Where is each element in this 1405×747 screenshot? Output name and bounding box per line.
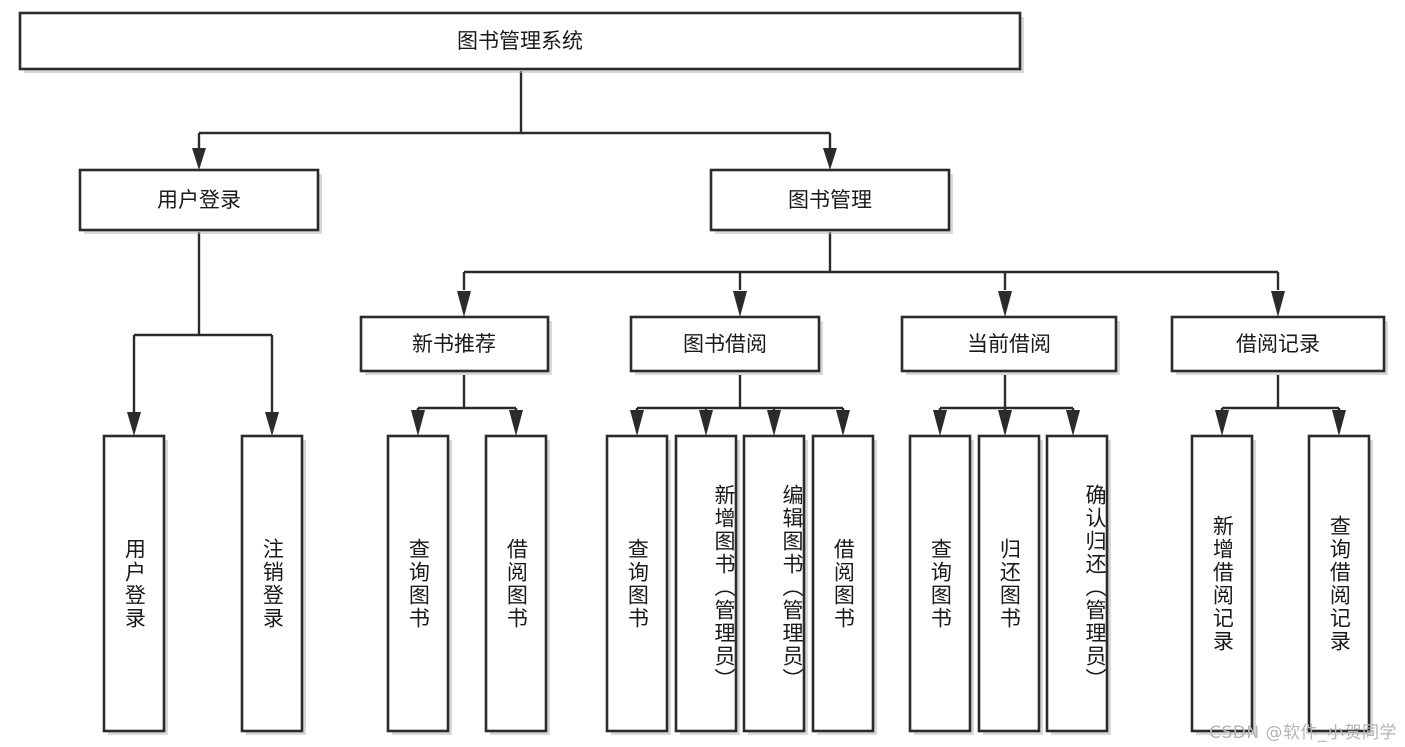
node-borrow-record-box [1170, 315, 1386, 373]
leaf-box-group [102, 434, 1373, 735]
leaf-borrow-book-1-box[interactable] [484, 434, 548, 733]
arrow-book-manage [823, 148, 837, 170]
arrow-user-login [192, 148, 206, 170]
arrow-leaf-return-book [998, 410, 1012, 436]
arrow-leaf-query-book-2 [630, 410, 644, 436]
arrow-leaf-query-book-1 [411, 410, 425, 436]
node-book-manage-box [709, 168, 951, 232]
arrow-leaf-edit-book [767, 410, 781, 436]
node-current-borrow[interactable]: 当前借阅 [900, 315, 1120, 375]
node-new-book-recommend-label: 新书推荐 [412, 332, 496, 356]
leaf-user-login-box[interactable] [102, 434, 166, 733]
leaf-return-book-box[interactable] [977, 434, 1041, 733]
node-root-box [18, 11, 1022, 71]
arrow-leaf-logout [265, 412, 279, 436]
node-borrow-record-label: 借阅记录 [1236, 332, 1320, 356]
leaf-add-book-box[interactable] [674, 434, 738, 733]
leaf-query-book-2-box[interactable] [605, 434, 669, 733]
node-book-borrow[interactable]: 图书借阅 [629, 315, 823, 375]
node-new-book-recommend[interactable]: 新书推荐 [359, 315, 552, 375]
node-current-borrow-label: 当前借阅 [967, 332, 1051, 356]
arrow-leaf-borrow-book-1 [509, 410, 523, 436]
leaf-query-book-3-box[interactable] [908, 434, 972, 733]
leaf-confirm-return-box[interactable] [1045, 434, 1109, 733]
node-user-login-label: 用户登录 [157, 188, 241, 212]
arrow-leaf-confirm-return [1066, 410, 1080, 436]
node-borrow-record[interactable]: 借阅记录 [1170, 315, 1388, 375]
leaf-add-record-box[interactable] [1190, 434, 1254, 733]
node-book-manage[interactable]: 图书管理 [709, 168, 953, 234]
node-book-borrow-box [629, 315, 821, 373]
node-root-label: 图书管理系统 [457, 29, 583, 53]
node-current-borrow-box [900, 315, 1118, 373]
leaf-borrow-book-2-box[interactable] [811, 434, 875, 733]
arrow-new-book-recommend [457, 291, 471, 317]
leaf-logout-box[interactable] [240, 434, 304, 733]
node-root[interactable]: 图书管理系统 [18, 11, 1024, 73]
edge-group [127, 71, 1346, 436]
node-book-borrow-label: 图书借阅 [683, 332, 767, 356]
node-new-book-recommend-box [359, 315, 550, 373]
node-book-manage-label: 图书管理 [788, 188, 872, 212]
csdn-watermark: CSDN @软件_小贺同学 [1209, 723, 1397, 743]
leaf-edit-book-box[interactable] [742, 434, 806, 733]
leaf-query-book-1-box[interactable] [386, 434, 450, 733]
arrow-book-borrow [733, 291, 747, 317]
node-user-login[interactable]: 用户登录 [78, 168, 322, 234]
arrow-leaf-query-book-3 [933, 410, 947, 436]
arrow-leaf-add-book [699, 410, 713, 436]
arrow-leaf-user-login [127, 412, 141, 436]
arrow-current-borrow [998, 291, 1012, 317]
arrow-borrow-record [1271, 291, 1285, 317]
leaf-query-record-box[interactable] [1307, 434, 1371, 733]
arrow-leaf-borrow-book-2 [836, 410, 850, 436]
node-user-login-box [78, 168, 320, 232]
arrow-leaf-add-record [1215, 410, 1229, 436]
arrow-leaf-query-record [1332, 410, 1346, 436]
